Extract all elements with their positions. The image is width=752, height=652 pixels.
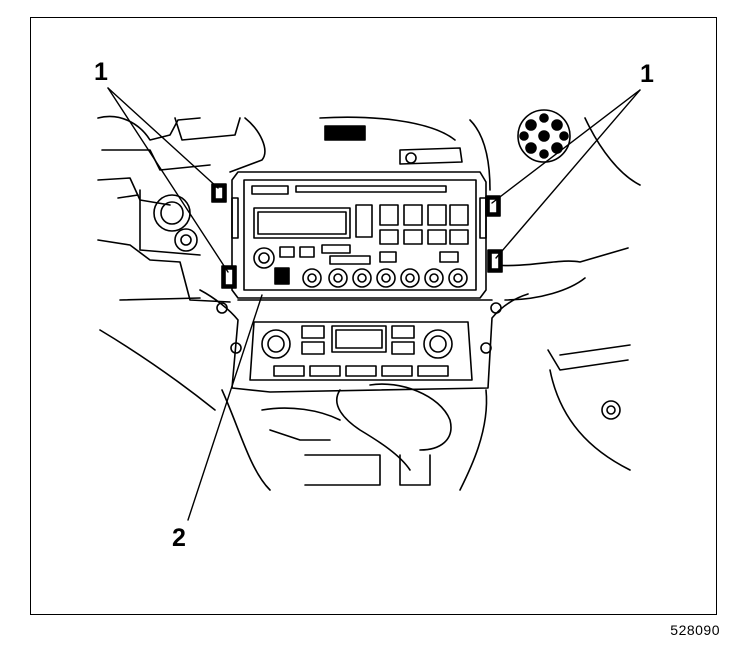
center-console — [222, 384, 487, 490]
dashboard-right-side — [490, 248, 630, 470]
retaining-clips — [212, 184, 502, 288]
trim-plate — [200, 290, 528, 392]
dashboard-upper-left — [98, 116, 265, 410]
callout-left-1: 1 — [94, 58, 108, 86]
callout-right-1: 1 — [640, 60, 654, 88]
diagram-frame — [30, 17, 717, 615]
dashboard-upper-right — [320, 117, 640, 190]
right-vent-grille — [518, 110, 570, 162]
callout-leader-lines — [108, 88, 640, 520]
callout-bottom-2: 2 — [172, 524, 186, 552]
left-vent-knob — [118, 190, 200, 255]
figure-number: 528090 — [670, 622, 720, 638]
climate-control-panel — [250, 322, 472, 380]
radio-head-unit — [232, 172, 486, 298]
